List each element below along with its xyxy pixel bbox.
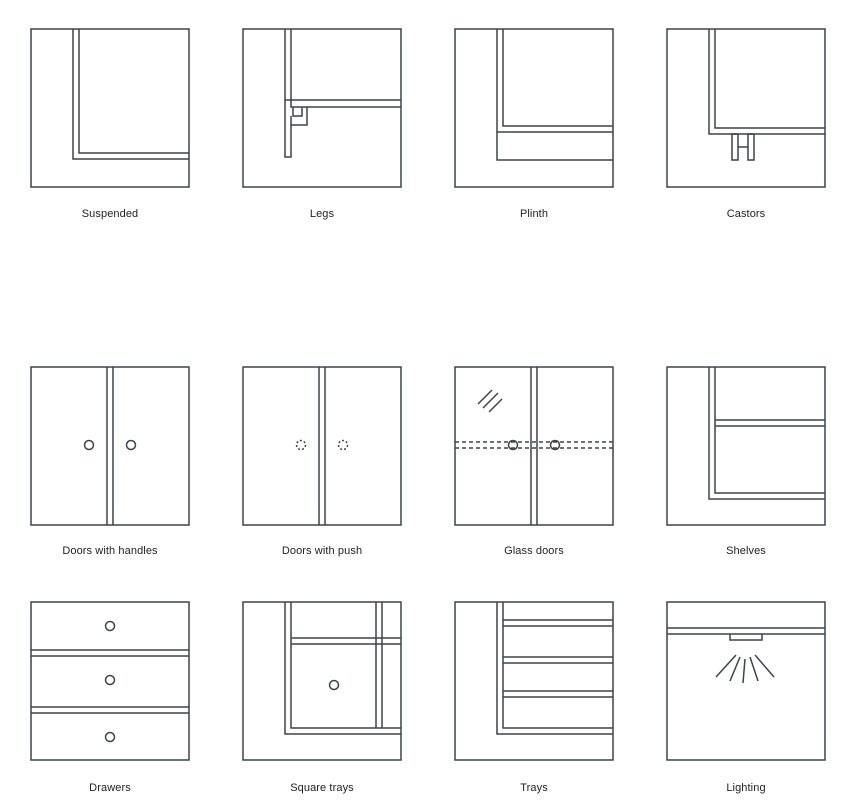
option-legs[interactable]: Legs <box>242 28 402 220</box>
option-label: Suspended <box>81 208 139 220</box>
square-trays-icon <box>242 601 402 761</box>
option-label: Square trays <box>290 782 354 794</box>
option-doors-push[interactable]: Doors with push <box>242 366 402 557</box>
option-label: Trays <box>520 782 548 794</box>
doors-handles-icon <box>30 366 190 526</box>
option-castors[interactable]: Castors <box>666 28 826 220</box>
doors-push-icon <box>242 366 402 526</box>
option-trays[interactable]: Trays <box>454 601 614 794</box>
option-doors-handles[interactable]: Doors with handles <box>30 366 190 557</box>
glass-doors-icon <box>454 366 614 526</box>
drawers-icon <box>30 601 190 761</box>
option-glass-doors[interactable]: Glass doors <box>454 366 614 557</box>
lighting-icon <box>666 601 826 761</box>
legs-icon <box>242 28 402 188</box>
option-label: Legs <box>309 208 335 220</box>
option-square-trays[interactable]: Square trays <box>242 601 402 794</box>
option-label: Shelves <box>726 545 766 557</box>
option-plinth[interactable]: Plinth <box>454 28 614 220</box>
trays-icon <box>454 601 614 761</box>
option-label: Glass doors <box>504 545 564 557</box>
option-label: Drawers <box>89 782 131 794</box>
option-label: Lighting <box>726 782 766 794</box>
option-label: Castors <box>726 208 766 220</box>
option-label: Doors with handles <box>62 545 158 557</box>
plinth-icon <box>454 28 614 188</box>
option-suspended[interactable]: Suspended <box>30 28 190 220</box>
castors-icon <box>666 28 826 188</box>
suspended-icon <box>30 28 190 188</box>
option-label: Doors with push <box>281 545 363 557</box>
option-shelves[interactable]: Shelves <box>666 366 826 557</box>
shelves-icon <box>666 366 826 526</box>
option-drawers[interactable]: Drawers <box>30 601 190 794</box>
option-label: Plinth <box>519 208 549 220</box>
option-lighting[interactable]: Lighting <box>666 601 826 794</box>
